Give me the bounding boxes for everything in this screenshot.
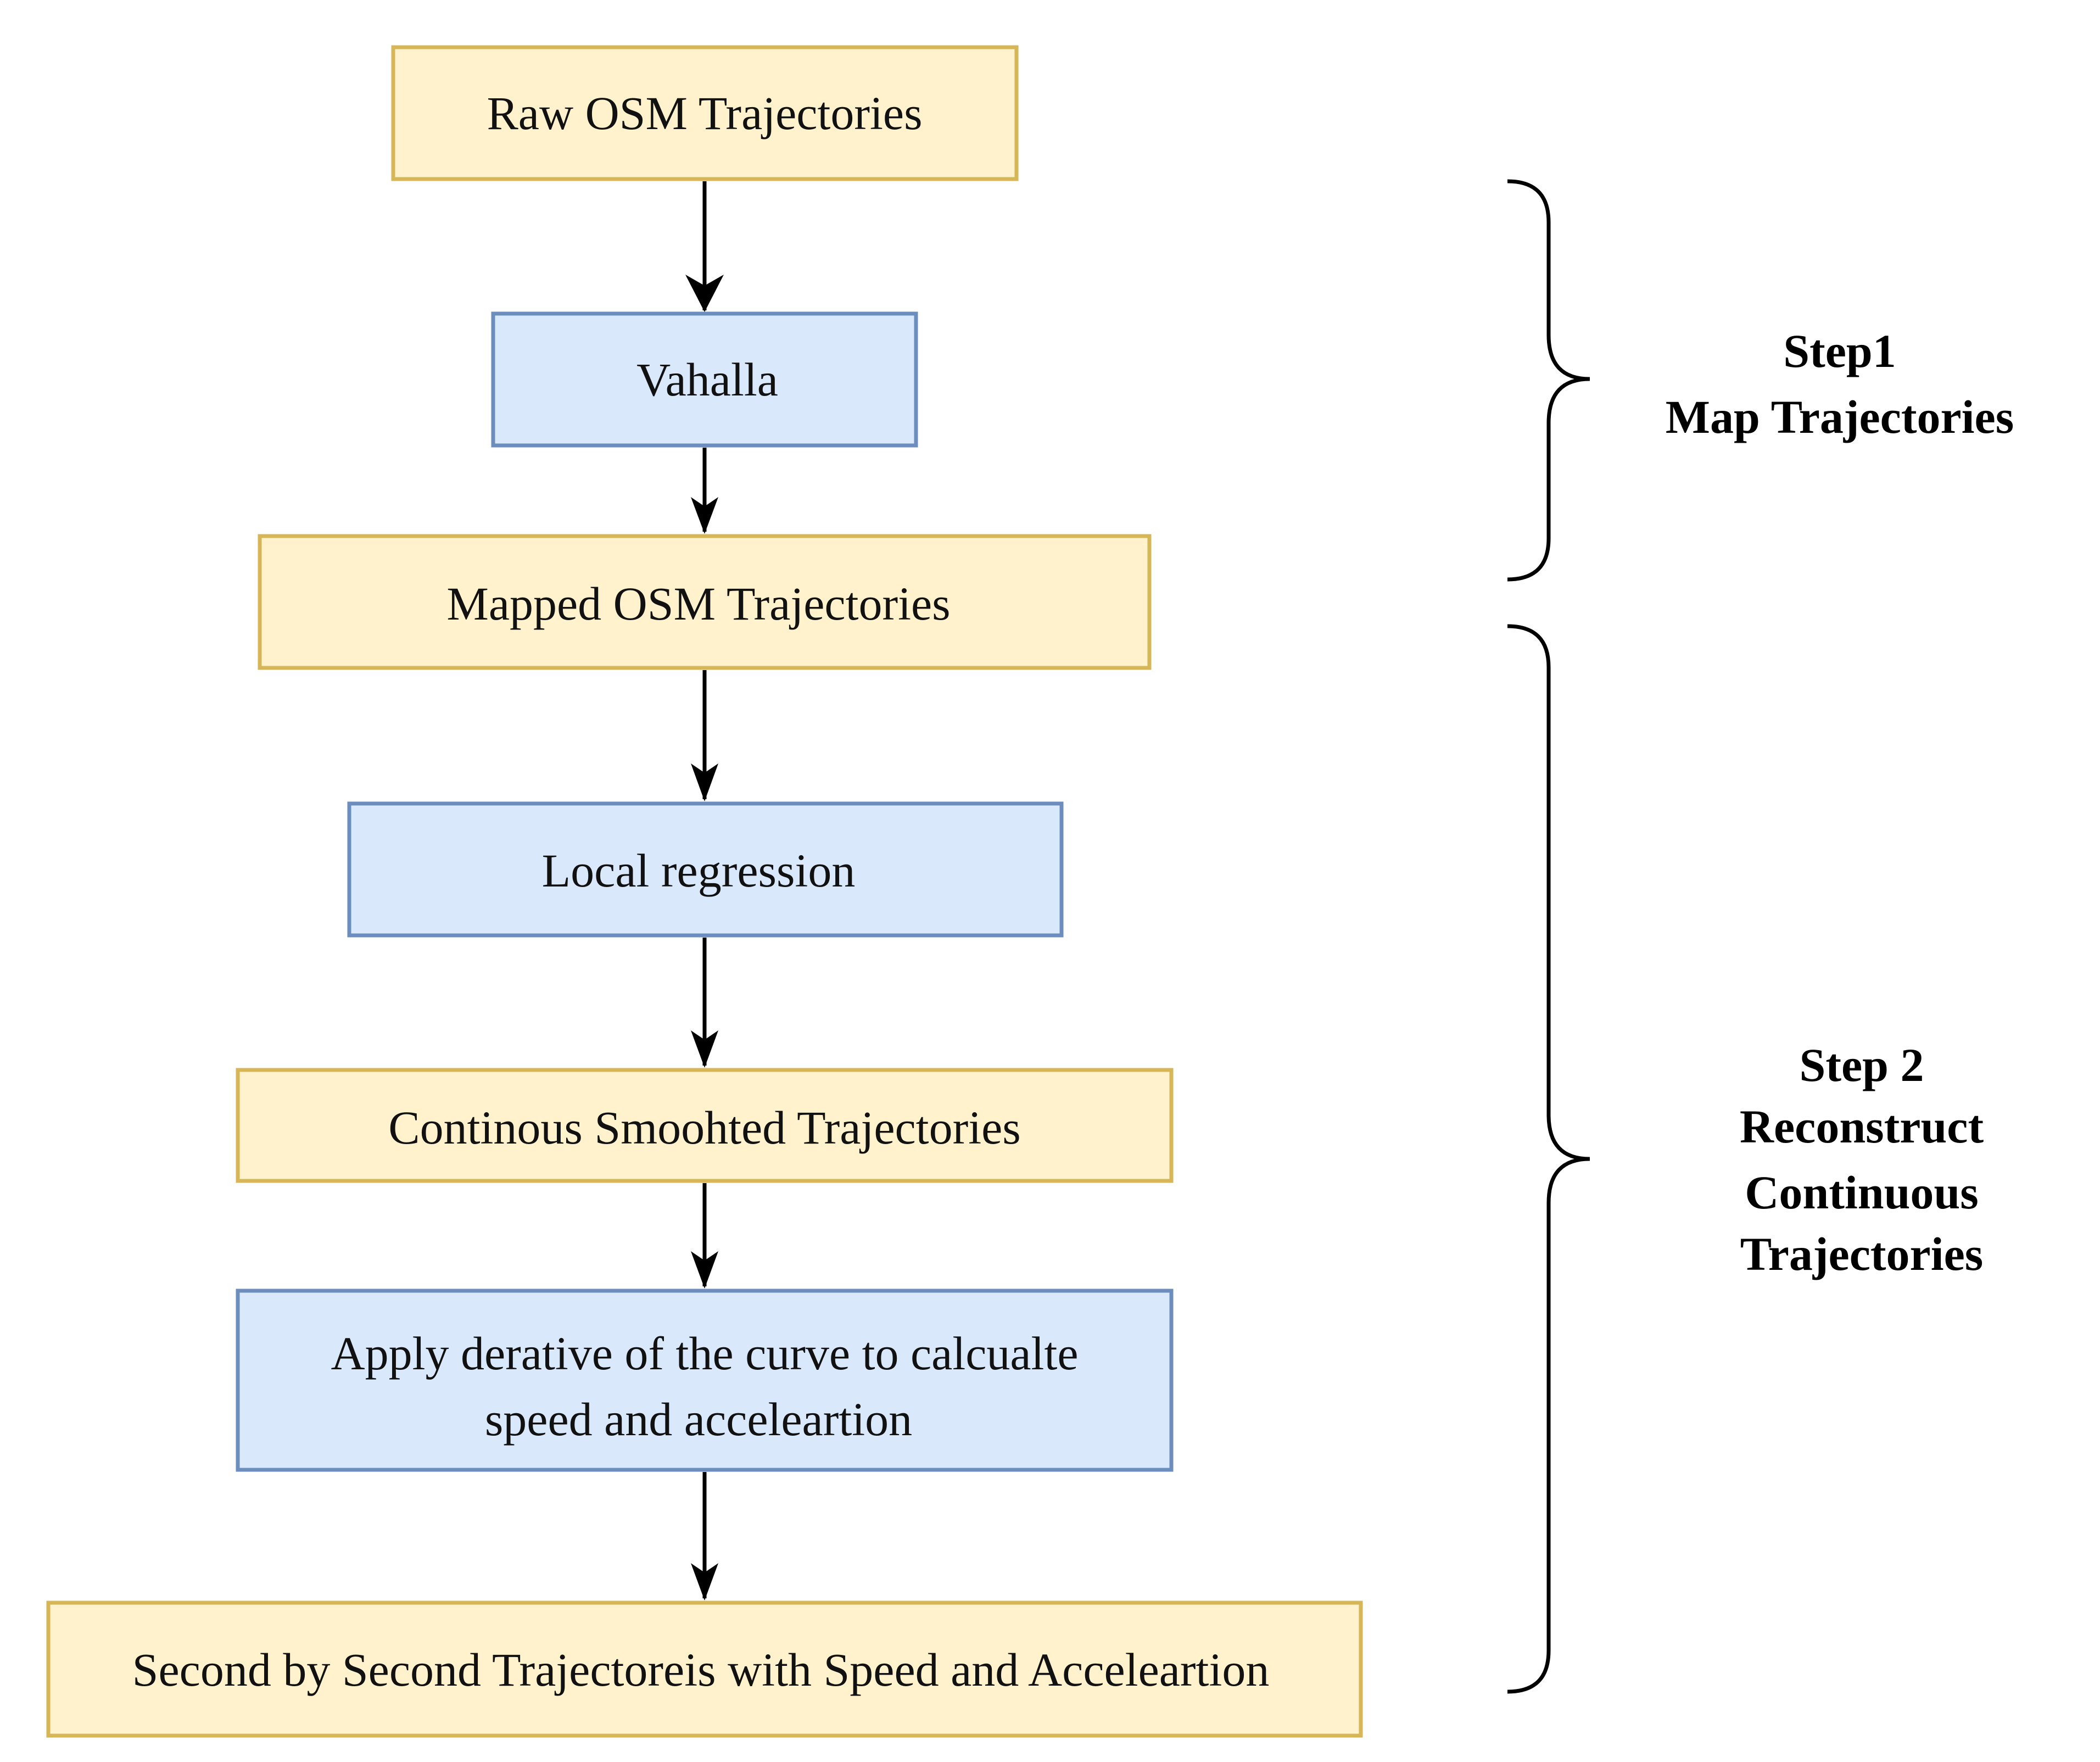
smoothed-trajectories-label: Continous Smoohted Trajectories — [388, 1101, 1020, 1154]
arrow-regression-to-smoothed — [691, 938, 718, 1068]
step2-brace — [1507, 624, 1590, 1694]
raw-osm-trajectories-node: Raw OSM Trajectories — [391, 45, 1019, 181]
derivative-label-line1: Apply derative of the curve to calcualte — [331, 1327, 1078, 1380]
step2-subtitle-line3: Trajectories — [1740, 1228, 1983, 1280]
derivative-label-line2: speed and acceleartion — [485, 1393, 912, 1446]
step1-brace — [1507, 179, 1590, 582]
second-by-second-label: Second by Second Trajectoreis with Speed… — [132, 1643, 1270, 1696]
mapped-osm-trajectories-node: Mapped OSM Trajectories — [258, 534, 1152, 670]
arrow-mapped-to-regression — [691, 670, 718, 801]
local-regression-node: Local regression — [347, 801, 1064, 938]
raw-osm-trajectories-label: Raw OSM Trajectories — [487, 87, 922, 140]
arrow-derivative-to-second — [691, 1472, 718, 1601]
arrow-smoothed-to-derivative — [691, 1183, 718, 1289]
second-by-second-node: Second by Second Trajectoreis with Speed… — [46, 1601, 1363, 1738]
smoothed-trajectories-node: Continous Smoohted Trajectories — [236, 1068, 1174, 1183]
mapped-osm-trajectories-label: Mapped OSM Trajectories — [446, 577, 950, 630]
vahalla-node: Vahalla — [491, 311, 918, 448]
derivative-node: Apply derative of the curve to calcualte… — [236, 1289, 1174, 1472]
vahalla-label: Vahalla — [636, 353, 778, 406]
arrow-raw-to-vahalla — [685, 181, 724, 312]
step1-subtitle: Map Trajectories — [1666, 391, 2014, 443]
local-regression-label: Local regression — [542, 844, 856, 897]
step2-subtitle-line1: Reconstruct — [1740, 1100, 1984, 1153]
step2-title: Step 2 — [1800, 1039, 1924, 1091]
arrow-vahalla-to-mapped — [691, 448, 718, 534]
step2-subtitle-line2: Continuous — [1745, 1166, 1978, 1219]
step1-title: Step1 — [1783, 325, 1896, 377]
